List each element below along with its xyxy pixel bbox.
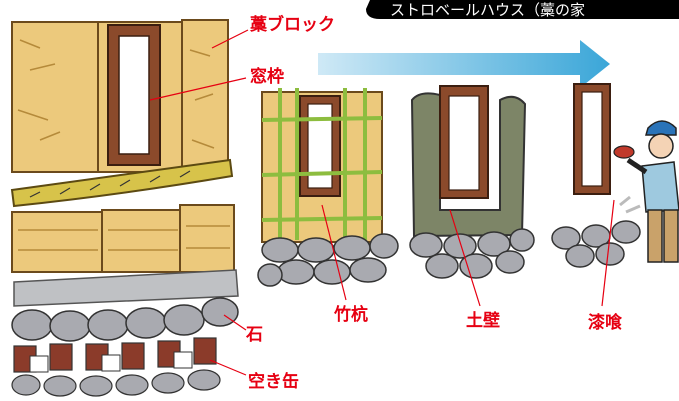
base-frame-layer: [10, 158, 234, 208]
stone-row: [11, 297, 239, 342]
worker-icon: [613, 120, 679, 263]
label-straw-block: 藁ブロック: [249, 14, 335, 35]
empty-cans-row: [11, 337, 221, 397]
label-bamboo-stake: 竹杭: [333, 304, 368, 325]
label-empty-cans: 空き缶: [248, 371, 299, 392]
label-earth-wall: 土壁: [466, 310, 500, 331]
concrete-slab: [13, 269, 239, 307]
title-banner: ストロベールハウス（藁の家: [366, 0, 679, 19]
stage-earth-wall: [409, 85, 535, 279]
title-text: ストロベールハウス（藁の家: [390, 1, 585, 19]
arrow-right-icon: [318, 40, 610, 88]
stage-bamboo-wall: [257, 88, 399, 287]
label-plaster: 漆喰: [588, 312, 623, 333]
leader-lines: [149, 29, 615, 376]
lower-straw-blocks: [11, 204, 235, 273]
label-stone: 石: [245, 325, 263, 345]
window-frame: [107, 24, 161, 166]
label-window-frame: 窓枠: [250, 66, 284, 87]
stage-plaster-wall: [551, 83, 641, 268]
